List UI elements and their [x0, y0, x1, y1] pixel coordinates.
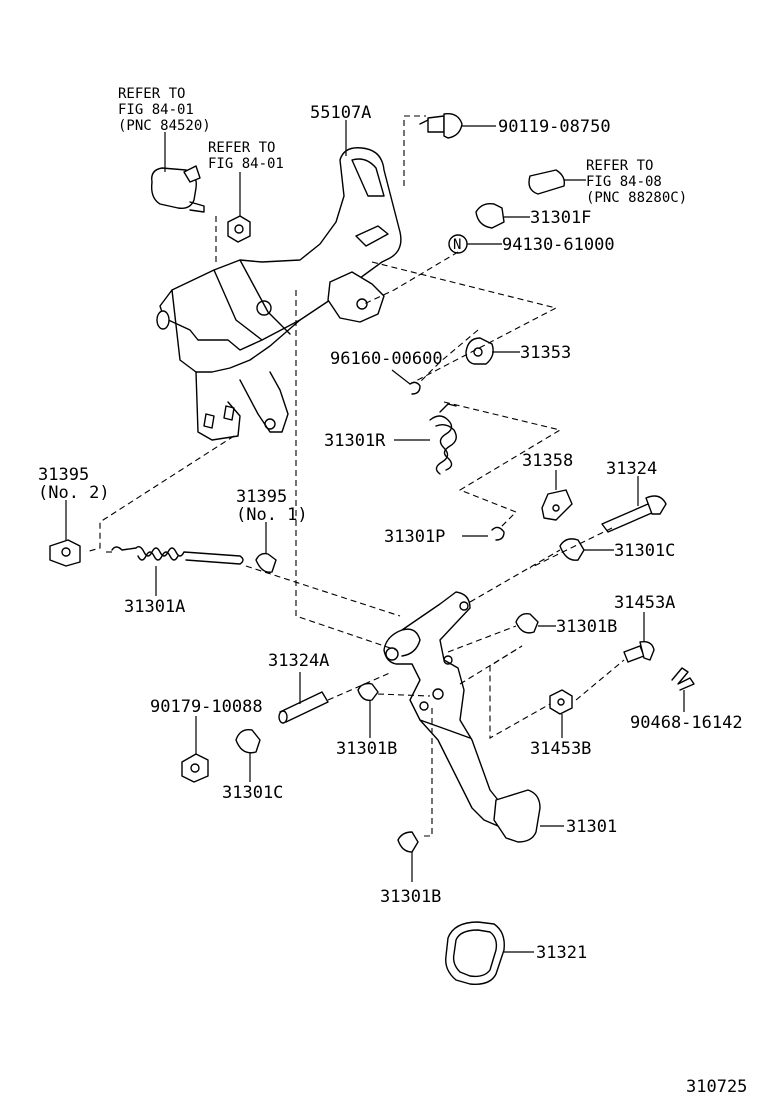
reference-note-line: REFER TO [208, 140, 275, 156]
reference-note-line: FIG 84-01 [118, 102, 194, 118]
part-31395-no2-drawing [49, 500, 81, 567]
part-96160-drawing [391, 369, 421, 395]
part-31353-drawing [465, 337, 520, 365]
reference-note-fig-84-08-pnc-88280c: REFER TO FIG 84-08 (PNC 88280C) [586, 158, 687, 206]
part-94130-drawing: N [448, 234, 502, 254]
part-31301f-drawing [475, 202, 530, 229]
label-31301p: 31301P [384, 527, 445, 547]
pedal-pad-drawing [445, 921, 534, 985]
label-31453b: 31453B [530, 739, 591, 759]
part-31301b-right-drawing [515, 612, 556, 634]
label-90179-10088: 90179-10088 [150, 697, 263, 717]
part-31453a-drawing [623, 612, 655, 663]
label-31395-no1-sub: (No. 1) [236, 505, 308, 525]
label-31301b-mid: 31301B [336, 739, 397, 759]
part-31301p-drawing [462, 526, 505, 541]
part-90179-drawing [181, 716, 209, 783]
nut-symbol-n: N [453, 237, 461, 253]
part-31301b-mid-drawing [357, 682, 379, 738]
assembly-lines [85, 115, 625, 837]
reference-note-line: FIG 84-01 [208, 156, 284, 172]
figure-number: 310725 [686, 1077, 747, 1097]
part-31301c-top-drawing [559, 538, 614, 561]
reference-note-line: (PNC 88280C) [586, 190, 687, 206]
label-31324: 31324 [606, 459, 657, 479]
clutch-pedal-arm-drawing [383, 591, 564, 843]
part-labels: 55107A 90119-08750 31301F 94130-61000 96… [38, 103, 747, 1097]
label-31453a: 31453A [614, 593, 675, 613]
label-31324a: 31324A [268, 651, 329, 671]
spring-31301a-drawing [111, 545, 244, 596]
part-31324-drawing [601, 476, 667, 533]
reference-note-line: REFER TO [118, 86, 185, 102]
label-31395-no2-sub: (No. 2) [38, 483, 110, 503]
part-90468-drawing [671, 667, 695, 712]
pedal-bracket-drawing [156, 120, 402, 441]
label-31301: 31301 [566, 817, 617, 837]
reference-note-fig-84-01: REFER TO FIG 84-01 [208, 140, 284, 172]
part-31358-drawing [541, 470, 573, 521]
bolt-90119-drawing [419, 113, 496, 139]
label-31353: 31353 [520, 343, 571, 363]
label-31301b-right: 31301B [556, 617, 617, 637]
label-31358: 31358 [522, 451, 573, 471]
label-31395-no2: 31395 [38, 465, 89, 485]
switch-nut-drawing [227, 172, 251, 243]
part-31453b-drawing [549, 689, 573, 738]
clutch-switch-drawing [150, 132, 205, 213]
reference-note-line: FIG 84-08 [586, 174, 662, 190]
label-31301c-bottom: 31301C [222, 783, 283, 803]
part-31301c-bottom-drawing [235, 729, 261, 782]
label-31301b-bottom: 31301B [380, 887, 441, 907]
label-90468-16142: 90468-16142 [630, 713, 743, 733]
reference-note-line: (PNC 84520) [118, 118, 211, 134]
reference-note-fig-84-01-pnc-84520: REFER TO FIG 84-01 (PNC 84520) [118, 86, 211, 134]
part-31395-no1-drawing [255, 522, 277, 573]
label-90119-08750: 90119-08750 [498, 117, 611, 137]
label-31301r: 31301R [324, 431, 386, 451]
label-55107a: 55107A [310, 103, 371, 123]
part-31301b-bottom-drawing [397, 831, 419, 882]
label-31301a: 31301A [124, 597, 185, 617]
label-31395-no1: 31395 [236, 487, 287, 507]
label-31301f: 31301F [530, 208, 591, 228]
reference-part-drawing [528, 169, 586, 195]
label-31301c-top: 31301C [614, 541, 675, 561]
label-31321: 31321 [536, 943, 587, 963]
reference-note-line: REFER TO [586, 158, 653, 174]
label-94130-61000: 94130-61000 [502, 235, 615, 255]
spring-31301r-drawing [394, 403, 457, 475]
label-96160-00600: 96160-00600 [330, 349, 443, 369]
part-31324a-drawing [278, 672, 329, 724]
